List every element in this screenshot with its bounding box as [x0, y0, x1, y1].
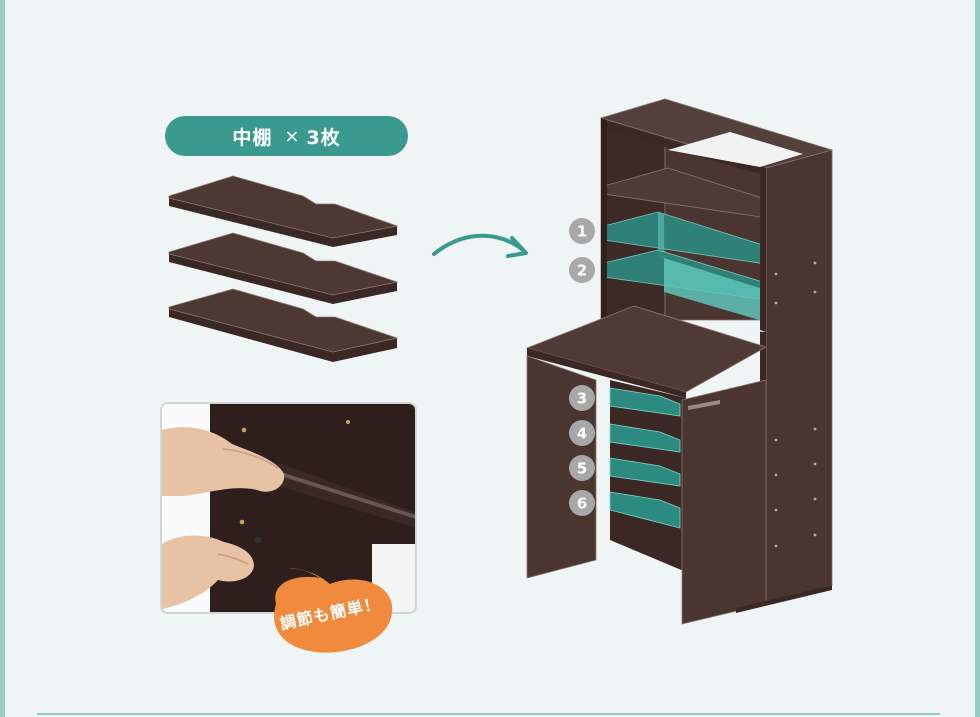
shelf-count-label: 中棚 × 3枚: [165, 116, 408, 156]
shelf-board-3: [168, 288, 399, 362]
left-border: [0, 0, 5, 717]
shelf-board-2: [168, 232, 399, 304]
shelf-adjust-photo: [160, 402, 417, 614]
position-badge-5: 5: [569, 455, 595, 481]
shelf-board-1: [168, 175, 399, 247]
photo-image: [162, 404, 415, 612]
shelf-count: 3枚: [306, 126, 341, 149]
curved-arrow-icon: [432, 233, 528, 258]
position-badge-6: 6: [569, 490, 595, 516]
svg-text:4: 4: [577, 425, 587, 443]
svg-text:6: 6: [577, 495, 587, 513]
bottom-divider: [37, 713, 940, 715]
svg-text:1: 1: [577, 223, 587, 241]
position-badge-2: 2: [569, 257, 595, 283]
svg-text:2: 2: [577, 262, 587, 280]
position-badge-3: 3: [569, 385, 595, 411]
right-border: [975, 0, 980, 717]
multiply-sign: ×: [284, 125, 301, 147]
svg-text:5: 5: [577, 460, 587, 478]
shelf-name: 中棚: [232, 126, 273, 149]
cupboard-illustration: [525, 98, 834, 625]
position-badge-4: 4: [569, 420, 595, 446]
position-badge-1: 1: [569, 218, 595, 244]
svg-text:3: 3: [577, 390, 587, 408]
